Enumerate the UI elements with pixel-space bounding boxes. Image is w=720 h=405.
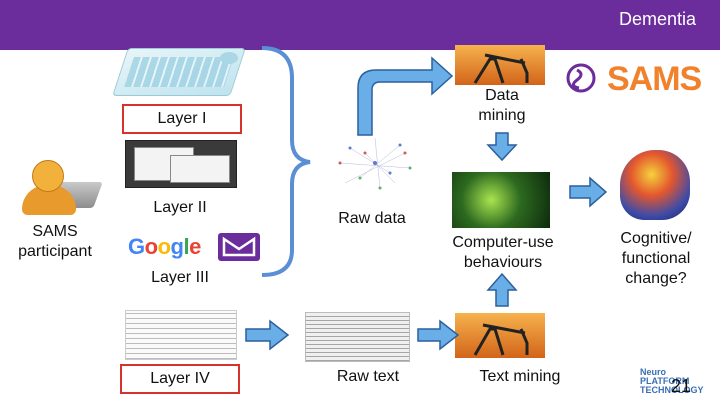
ai-head-image	[452, 172, 550, 228]
slide-title: Dementia	[618, 9, 696, 29]
sams-logo: SAMS	[565, 56, 715, 100]
neuro-logo-text: Neuro PLATFORM TECHNOLOGY	[640, 367, 704, 395]
text-mining-label: Text mining	[479, 368, 561, 385]
right-arrow-icon	[569, 176, 608, 208]
right-arrow-icon-3	[417, 319, 460, 351]
google-logo: Google	[128, 234, 201, 259]
neuro-platform-logo: Neuro PLATFORM TECHNOLOGY	[640, 367, 704, 398]
down-arrow-icon	[486, 132, 518, 162]
data-mining-label: Data mining	[478, 87, 526, 124]
raw-data-label: Raw data	[338, 210, 406, 227]
cognitive-change-label: Cognitive/ functional change?	[620, 230, 692, 287]
raw-text-label: Raw text	[336, 368, 400, 385]
oil-pump-image-2	[455, 313, 545, 358]
yahoo-mail-icon	[218, 233, 260, 261]
raw-text-image	[305, 312, 410, 362]
network-graph-image	[330, 133, 425, 195]
bent-arrow-icon	[357, 56, 454, 136]
sams-logo-text: SAMS	[607, 60, 702, 98]
computer-use-label: Computer-use behaviours	[452, 234, 554, 271]
desktop-screenshot-image	[125, 140, 237, 188]
mouse-image	[220, 52, 238, 64]
layer-3-label: Layer III	[151, 269, 209, 286]
person-head-icon	[32, 160, 64, 192]
title-bar: Dementia	[0, 0, 720, 50]
brain-gears-image	[620, 150, 690, 220]
layer-2-label: Layer II	[153, 199, 207, 216]
page-number: 21	[671, 376, 692, 396]
up-arrow-icon	[486, 272, 518, 307]
layer-1-label: Layer I	[122, 104, 242, 134]
participant-label: SAMS participant	[18, 223, 92, 260]
layer-4-label: Layer IV	[120, 364, 240, 394]
brace-icon	[261, 46, 311, 277]
oil-pump-image	[455, 45, 545, 85]
right-arrow-icon-2	[245, 319, 290, 351]
document-image	[125, 310, 237, 360]
